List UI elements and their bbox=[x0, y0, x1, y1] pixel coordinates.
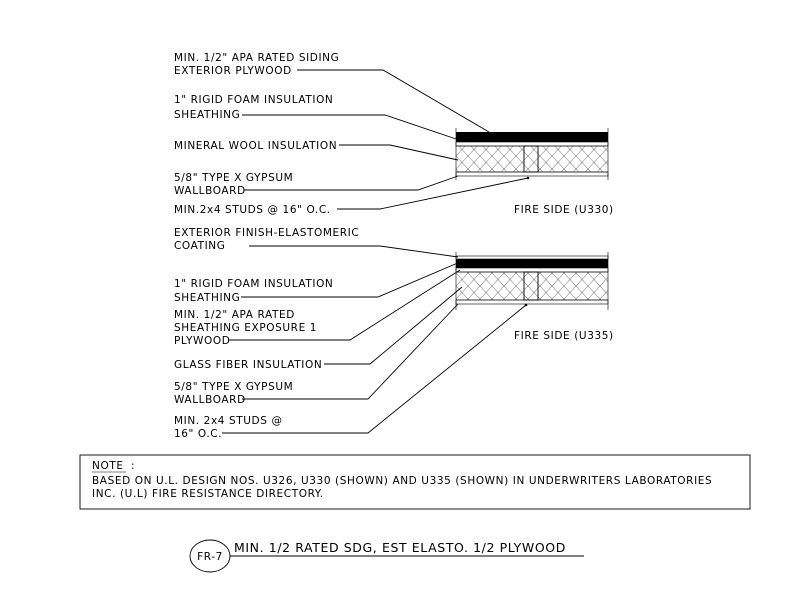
label-foam-line1: 1" RIGID FOAM INSULATION bbox=[174, 94, 333, 106]
label-siding-line1: MIN. 1/2" APA RATED SIDING bbox=[174, 52, 339, 64]
label-gypsum2-line1: 5/8" TYPE X GYPSUM bbox=[174, 381, 293, 393]
label-studs2-line2: 16" O.C. bbox=[174, 428, 222, 440]
label-glass-fiber: GLASS FIBER INSULATION bbox=[174, 359, 322, 371]
detail-title: MIN. 1/2 RATED SDG, EST ELASTO. 1/2 PLYW… bbox=[234, 540, 566, 555]
label-foam2-line1: 1" RIGID FOAM INSULATION bbox=[174, 278, 333, 290]
foam-sheathing-layer-2 bbox=[456, 259, 608, 268]
label-siding-line2: EXTERIOR PLYWOOD bbox=[174, 65, 292, 77]
fire-side-u335: FIRE SIDE (U335) bbox=[514, 330, 614, 342]
leaders-u330 bbox=[242, 69, 530, 210]
detail-title-block: FR-7 MIN. 1/2 RATED SDG, EST ELASTO. 1/2… bbox=[189, 539, 584, 573]
label-foam2-line2: SHEATHING bbox=[174, 292, 240, 304]
wall-section-u330 bbox=[455, 128, 609, 180]
wall-section-u335 bbox=[455, 252, 609, 310]
siding-layer bbox=[456, 132, 608, 142]
note-heading: NOTE bbox=[92, 460, 124, 472]
labels-u330: MIN. 1/2" APA RATED SIDING EXTERIOR PLYW… bbox=[174, 52, 614, 216]
label-gypsum-line1: 5/8" TYPE X GYPSUM bbox=[174, 172, 293, 184]
label-gypsum-line2: WALLBOARD bbox=[174, 185, 246, 197]
label-mineral-wool: MINERAL WOOL INSULATION bbox=[174, 140, 337, 152]
label-studs: MIN.2x4 STUDS @ 16" O.C. bbox=[174, 204, 331, 216]
label-plywood-line1: MIN. 1/2" APA RATED bbox=[174, 309, 295, 321]
label-studs2-line1: MIN. 2x4 STUDS @ bbox=[174, 415, 283, 427]
label-elastomeric-line1: EXTERIOR FINISH-ELASTOMERIC bbox=[174, 227, 359, 239]
gypsum-layer bbox=[455, 171, 609, 177]
label-gypsum2-line2: WALLBOARD bbox=[174, 394, 246, 406]
stud bbox=[523, 145, 539, 173]
foam-sheathing-layer bbox=[455, 141, 609, 147]
note-line-1: BASED ON U.L. DESIGN NOS. U326, U330 (SH… bbox=[92, 475, 712, 487]
mineral-wool-layer bbox=[456, 146, 608, 172]
note-colon: : bbox=[131, 460, 135, 472]
detail-tag: FR-7 bbox=[197, 551, 223, 563]
label-elastomeric-line2: COATING bbox=[174, 240, 225, 252]
note-line-2: INC. (U.L) FIRE RESISTANCE DIRECTORY. bbox=[92, 488, 324, 500]
stud-2 bbox=[523, 271, 539, 301]
elastomeric-coating-layer bbox=[455, 255, 609, 260]
plywood-layer bbox=[455, 267, 609, 273]
gypsum-layer-2 bbox=[455, 299, 609, 305]
label-foam-line2: SHEATHING bbox=[174, 109, 240, 121]
fire-side-u330: FIRE SIDE (U330) bbox=[514, 204, 614, 216]
labels-u335: EXTERIOR FINISH-ELASTOMERIC COATING 1" R… bbox=[174, 227, 614, 440]
glass-fiber-layer bbox=[456, 272, 608, 300]
label-plywood-line2: SHEATHING EXPOSURE 1 bbox=[174, 322, 317, 334]
leaders-u335 bbox=[222, 245, 528, 434]
label-plywood-line3: PLYWOOD bbox=[174, 335, 230, 347]
note-box: NOTE : BASED ON U.L. DESIGN NOS. U326, U… bbox=[79, 454, 751, 510]
